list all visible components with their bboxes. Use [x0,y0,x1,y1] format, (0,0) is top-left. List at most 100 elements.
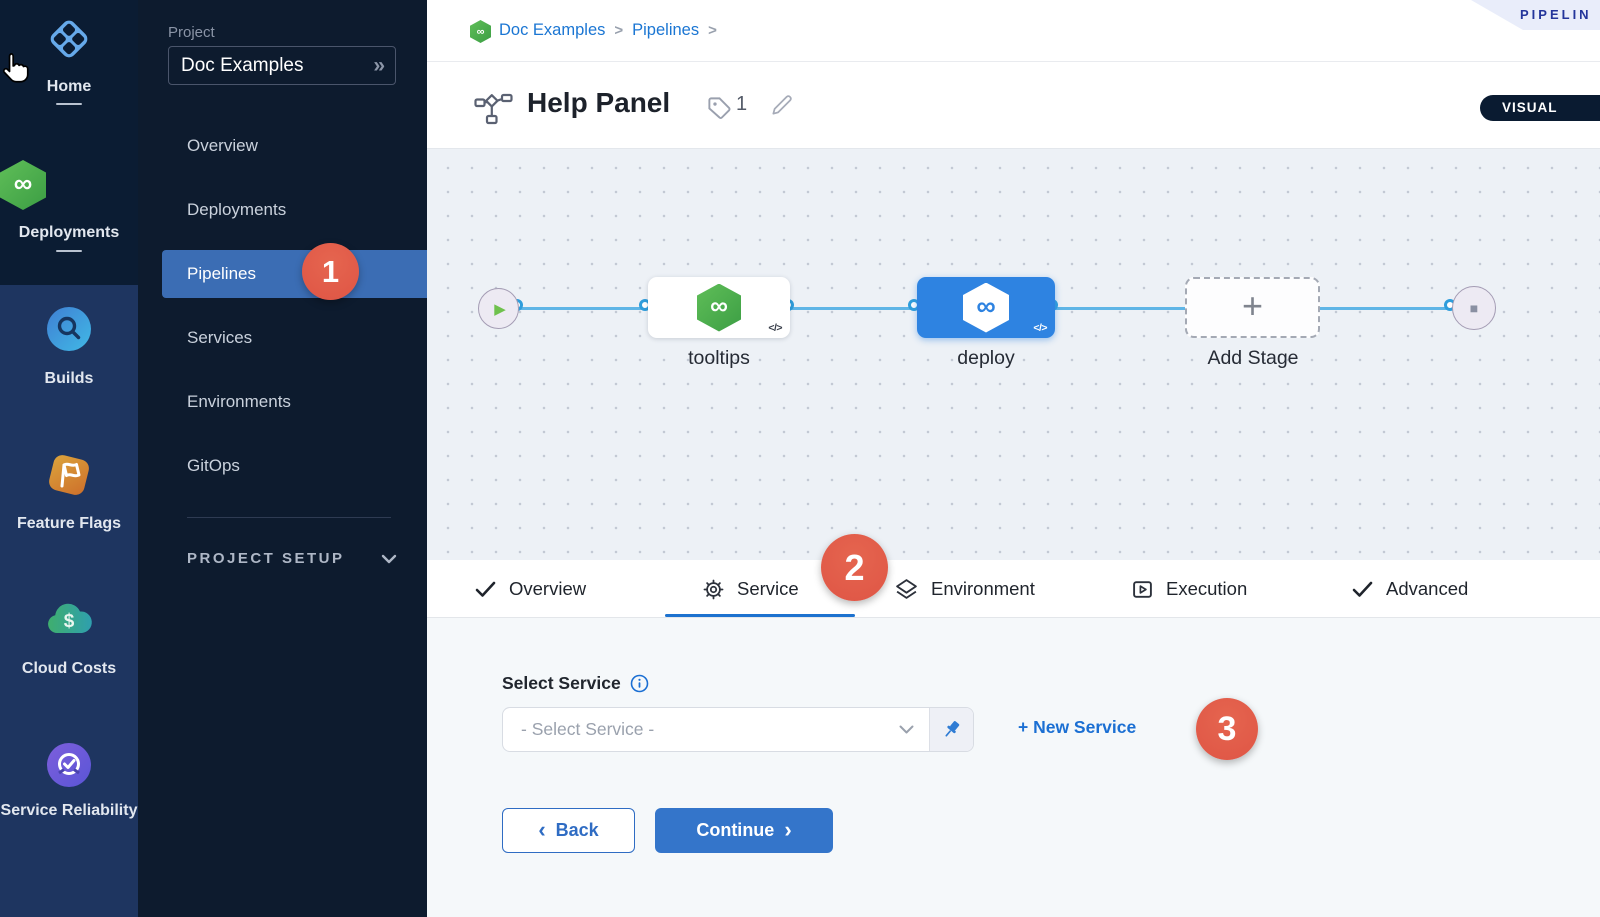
play-icon: ▶ [494,300,506,318]
stage-node-deploy[interactable]: ∞ </> [917,277,1055,338]
service-select[interactable]: - Select Service - [503,708,929,751]
pipeline-canvas[interactable]: ▶ ∞ </> tooltips ∞ </> deploy + [427,148,1600,560]
stage-node-tooltips[interactable]: ∞ </> [648,277,790,338]
tag-icon [708,97,731,119]
breadcrumb: Doc Examples > Pipelines > [499,21,717,40]
info-icon[interactable] [630,674,649,693]
chevron-left-icon: ‹ [538,816,546,842]
stage-tab-bar: Overview Service [427,560,1600,618]
sidebar-item-home-label: Home [46,78,92,95]
pipeline-start-node: ▶ [478,288,519,329]
tab-service[interactable]: Service [703,560,799,618]
sidebar-item-home[interactable] [0,16,138,67]
svg-text:$: $ [64,611,75,632]
check-icon [475,581,496,597]
stage-label-deploy: deploy [957,347,1015,369]
tab-advanced[interactable]: Advanced [1352,560,1468,618]
tag-count: 1 [736,93,748,115]
main-content: ∞ Doc Examples > Pipelines > [427,0,1600,917]
sidebar-item-deployments[interactable]: ∞ [0,160,138,210]
gear-icon [703,579,724,599]
project-sidebar: Project Doc Examples » Overview Deployme… [138,0,427,917]
project-setup-label: PROJECT SETUP [187,550,345,567]
new-service-link[interactable]: + New Service [1018,717,1137,737]
annotation-badge-1: 1 [302,243,359,300]
plus-icon: + [1241,284,1264,326]
deployments-active-underline [56,250,82,252]
service-select-value: - Select Service - [521,719,655,739]
sidebar-item-pipelines[interactable]: Pipelines [162,250,427,298]
sidebar-item-service-reliability[interactable] [0,742,138,793]
module-sidebar: Home ∞ Deployments Builds [0,0,138,917]
code-icon: </> [768,322,782,334]
breadcrumb-separator: > [708,22,717,39]
service-form-area: Select Service - Select Service - [427,618,1600,917]
project-selector[interactable]: Doc Examples » [168,46,396,85]
sidebar-item-deployments-label: Deployments [18,224,120,241]
sidebar-item-cloud-costs-label: Cloud Costs [21,660,117,677]
deploy-stage-icon: ∞ [963,282,1009,333]
layers-icon [896,579,917,599]
builds-icon [47,307,91,351]
project-section-label: Project [168,24,215,41]
breadcrumb-pipelines-link[interactable]: Pipelines [632,21,700,39]
sidebar-item-feature-flags[interactable] [0,451,138,504]
code-icon: </> [1033,322,1047,334]
stop-icon: ■ [1469,300,1479,316]
page-title: Help Panel [527,87,671,118]
home-icon [50,20,88,58]
service-reliability-icon [47,743,91,787]
active-tab-underline [665,613,855,617]
sidebar-item-feature-flags-label: Feature Flags [16,515,122,532]
project-name: Doc Examples [181,54,304,76]
sidebar-item-services[interactable]: Services [187,328,253,347]
sidebar-item-cloud-costs[interactable]: $ [0,600,138,643]
sidebar-item-environments[interactable]: Environments [187,392,291,411]
chevron-down-icon [899,725,914,734]
pin-icon [945,721,960,737]
connector-line [1055,307,1185,310]
project-expand-icon[interactable]: » [373,53,385,77]
tab-environment[interactable]: Environment [895,560,1035,618]
execution-icon [1133,580,1152,598]
sidebar-item-overview[interactable]: Overview [187,136,258,155]
chevron-down-icon [381,554,397,563]
select-service-label: Select Service [502,673,649,694]
chevron-right-icon: › [784,816,792,842]
sidebar-item-builds-label: Builds [44,370,94,387]
cloud-costs-icon: $ [48,603,92,633]
breadcrumb-project-link[interactable]: Doc Examples [499,21,606,39]
annotation-badge-2: 2 [821,534,888,601]
sidebar-item-builds[interactable] [0,306,138,357]
pipeline-flowchart-icon [474,93,513,125]
sidebar-item-deployments-menu[interactable]: Deployments [187,200,287,219]
breadcrumb-bar: ∞ Doc Examples > Pipelines > [427,0,1600,62]
project-setup-toggle[interactable]: PROJECT SETUP [187,550,397,567]
pipeline-studio-ribbon-label: PIPELIN [1520,7,1592,22]
service-select-group: - Select Service - [502,707,974,752]
edit-pencil-icon[interactable] [769,92,795,118]
stage-label-tooltips: tooltips [688,347,750,369]
continue-button[interactable]: Continue › [655,808,833,853]
connector-line [1320,307,1452,310]
pipeline-end-node: ■ [1452,286,1496,330]
visual-mode-toggle[interactable]: VISUAL [1480,95,1600,121]
hand-cursor [2,52,29,83]
feature-flags-icon [49,455,89,495]
tab-overview[interactable]: Overview [475,560,586,618]
sidebar-item-service-reliability-label: Service Reliability [0,802,138,819]
annotation-badge-3: 3 [1196,698,1258,760]
add-stage-button[interactable]: + [1185,277,1320,338]
back-button[interactable]: ‹ Back [502,808,635,853]
deploy-stage-icon: ∞ [697,283,741,332]
sidebar-item-gitops[interactable]: GitOps [187,456,240,475]
project-hexagon-icon: ∞ [470,20,491,43]
home-active-underline [56,103,82,105]
stage-label-add-stage: Add Stage [1207,347,1299,369]
pin-service-button[interactable] [929,708,973,751]
breadcrumb-separator: > [614,22,624,39]
sidebar-divider [187,517,391,518]
tab-execution[interactable]: Execution [1132,560,1247,618]
connector-line [518,307,648,310]
